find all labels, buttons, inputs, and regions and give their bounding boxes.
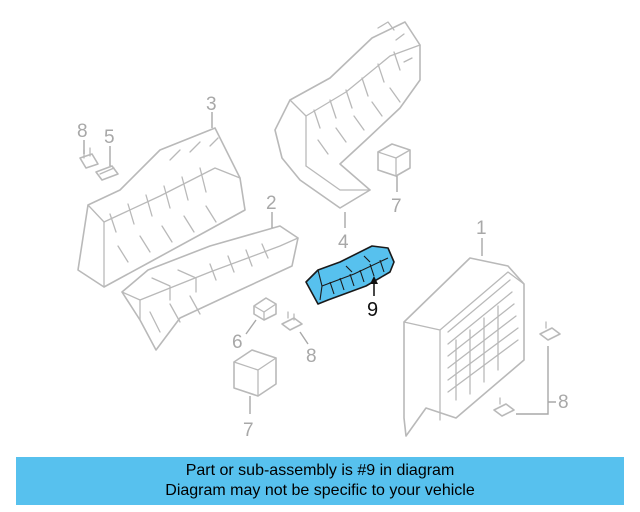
part-8-terminal-right-bottom[interactable] — [493, 397, 515, 417]
callout-1: 1 — [476, 218, 487, 239]
callout-5: 5 — [104, 127, 115, 148]
part-8-terminal-top[interactable] — [79, 147, 99, 169]
part-7-relay-bottom[interactable] — [233, 349, 277, 397]
caption-line-2: Diagram may not be specific to your vehi… — [165, 482, 475, 499]
part-9-highlighted-bracket[interactable] — [305, 245, 395, 305]
part-5-fuse[interactable] — [95, 165, 119, 181]
part-3-fuse-panel[interactable] — [77, 127, 246, 288]
part-2-relay-carrier[interactable] — [121, 225, 299, 351]
callout-2: 2 — [266, 193, 277, 214]
part-7-relay-top[interactable] — [377, 143, 411, 177]
part-6-clip[interactable] — [253, 297, 277, 321]
callout-4: 4 — [338, 232, 349, 253]
callout-8-right: 8 — [558, 392, 569, 413]
callout-8-top: 8 — [77, 121, 88, 142]
parts-diagram: 3 8 5 4 7 2 — [77, 21, 569, 441]
part-8-terminal-center[interactable] — [281, 311, 303, 331]
callout-7-top: 7 — [391, 196, 402, 217]
part-1-control-box[interactable] — [403, 257, 525, 437]
callout-8-center: 8 — [306, 346, 317, 367]
callout-7-bottom: 7 — [243, 420, 254, 441]
caption-banner: Part or sub-assembly is #9 in diagram Di… — [16, 457, 624, 505]
part-4-fuse-box[interactable] — [274, 21, 421, 209]
callout-3: 3 — [206, 94, 217, 115]
callout-9: 9 — [367, 299, 378, 321]
part-8-terminal-right-top[interactable] — [539, 321, 561, 341]
callout-6: 6 — [232, 332, 243, 353]
caption-line-1: Part or sub-assembly is #9 in diagram — [185, 462, 455, 479]
